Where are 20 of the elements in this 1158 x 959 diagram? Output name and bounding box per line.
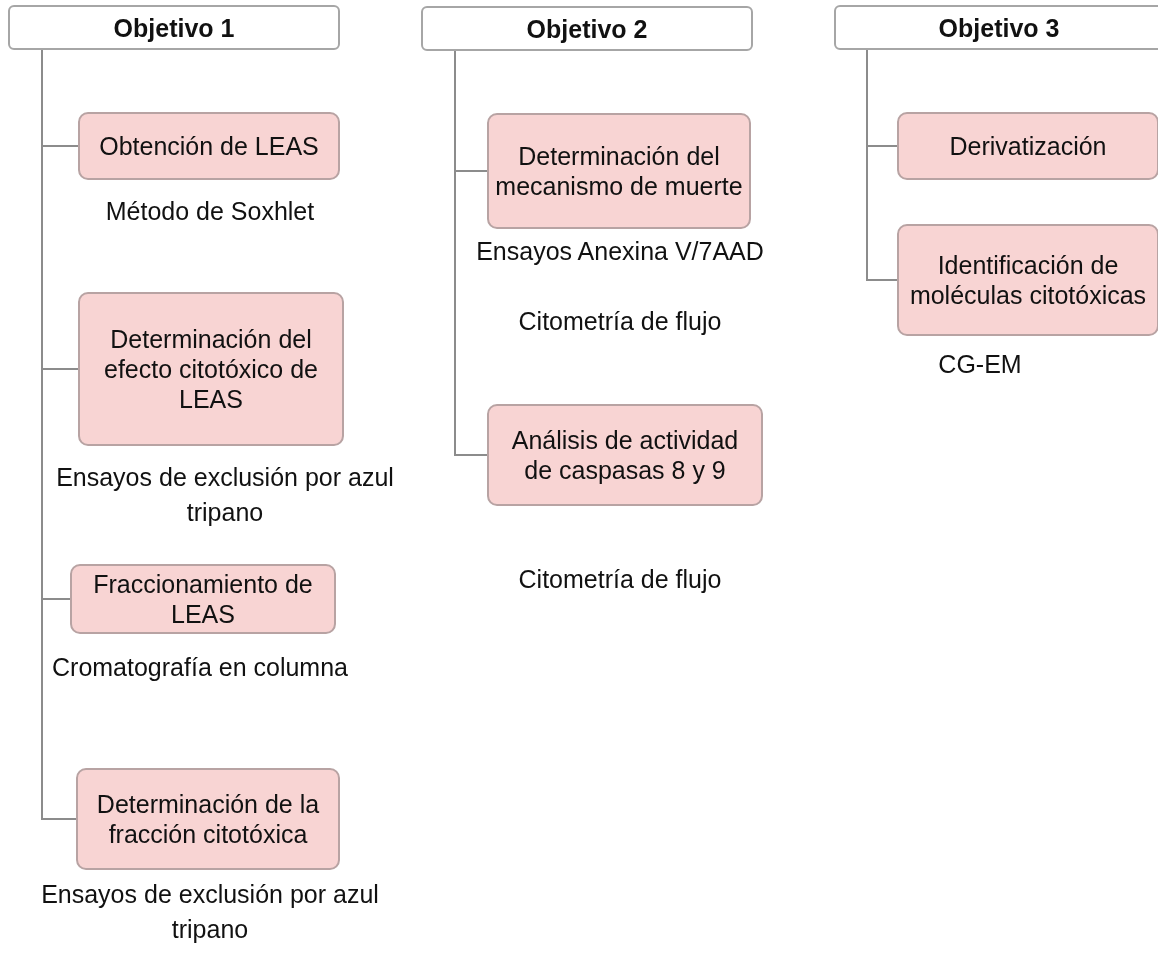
method-text: Cromatografía en columna: [51, 652, 349, 683]
task-box: Análisis de actividad de caspasas 8 y 9: [487, 404, 763, 506]
task-box: Determinación del mecanismo de muerte: [487, 113, 751, 229]
task-box: Fraccionamiento de LEAS: [70, 564, 336, 634]
task-box: Identificación de moléculas citotóxicas: [897, 224, 1158, 336]
task-box: Obtención de LEAS: [78, 112, 340, 180]
method-text: Ensayos Anexina V/7AAD: [475, 236, 765, 267]
method-text: Ensayos de exclusión por azul tripano: [55, 462, 395, 528]
objective-header-box: Objetivo 2: [421, 6, 753, 51]
method-text: Citometría de flujo: [517, 564, 723, 595]
method-text: Ensayos de exclusión por azul tripano: [40, 879, 380, 945]
task-box: Derivatización: [897, 112, 1158, 180]
task-box: Determinación de la fracción citotóxica: [76, 768, 340, 870]
task-box: Determinación del efecto citotóxico de LEAS: [78, 292, 344, 446]
method-text: Citometría de flujo: [517, 306, 723, 337]
method-text: Método de Soxhlet: [104, 196, 316, 227]
method-text: CG-EM: [937, 349, 1023, 380]
objective-header-box: Objetivo 1: [8, 5, 340, 50]
connector-line: [866, 49, 898, 281]
objective-header-box: Objetivo 3: [834, 5, 1158, 50]
